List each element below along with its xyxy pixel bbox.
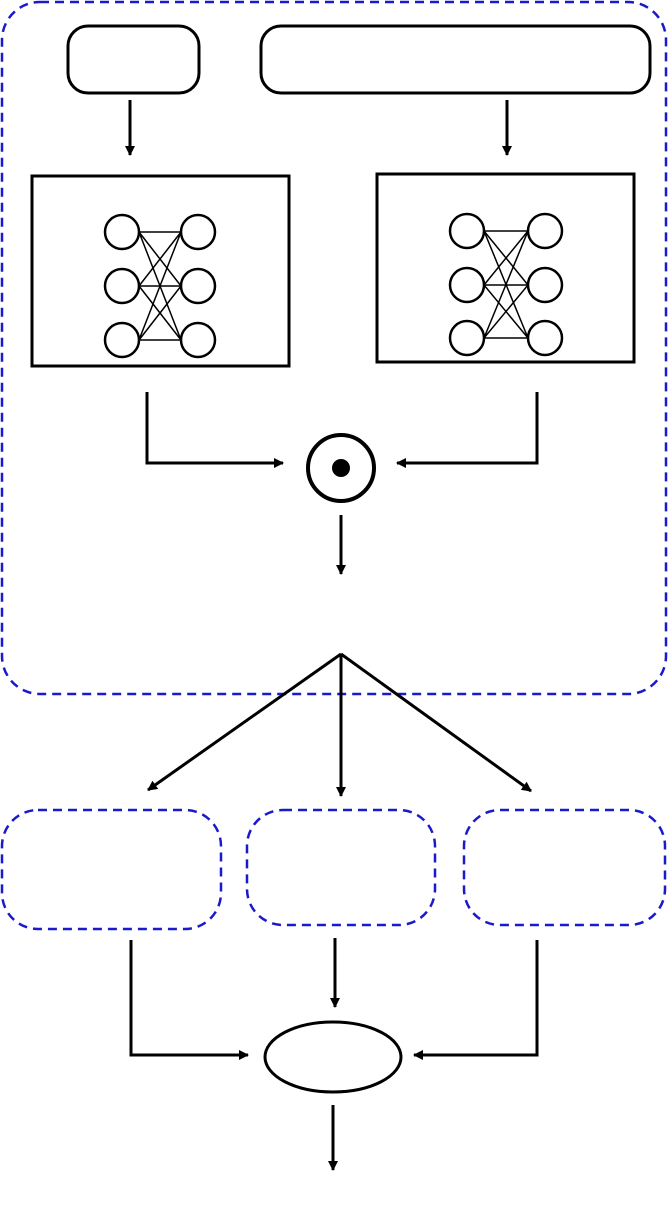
circled-dot-operator-icon bbox=[306, 433, 376, 503]
neural-network-icon bbox=[103, 213, 217, 359]
nn-node bbox=[103, 321, 141, 359]
arrow-split-to-branch-left bbox=[147, 652, 342, 792]
nn-connection bbox=[483, 230, 529, 286]
nn-connection bbox=[138, 231, 182, 287]
arrow-encoder-left-to-fusion bbox=[145, 392, 284, 468]
neural-network-icon bbox=[448, 212, 564, 357]
nn-node bbox=[103, 267, 141, 305]
nn-node bbox=[526, 319, 564, 357]
nn-connection bbox=[483, 230, 529, 339]
arrow-branch-left-to-aggregator bbox=[129, 940, 249, 1060]
arrow-encoder-right-to-fusion bbox=[396, 392, 539, 468]
nn-connection bbox=[483, 284, 529, 339]
input-box-right bbox=[259, 24, 652, 95]
nn-node bbox=[179, 213, 217, 251]
nn-connection bbox=[138, 231, 182, 341]
nn-node bbox=[526, 266, 564, 304]
encoder-box-left bbox=[30, 174, 291, 368]
branch-box-right bbox=[462, 808, 667, 927]
encoder-box-right bbox=[375, 172, 636, 364]
encoder-group-container bbox=[0, 0, 668, 696]
arrow-split-to-branch-right bbox=[340, 652, 532, 793]
nn-node bbox=[448, 212, 486, 250]
nn-node bbox=[103, 213, 141, 251]
aggregator-node bbox=[263, 1020, 403, 1094]
branch-box-left bbox=[0, 808, 223, 931]
nn-node bbox=[526, 212, 564, 250]
nn-node bbox=[448, 319, 486, 357]
nn-node bbox=[179, 267, 217, 305]
nn-connection bbox=[138, 285, 182, 341]
input-box-left bbox=[66, 24, 201, 95]
arrow-branch-right-to-aggregator bbox=[413, 940, 539, 1060]
branch-box-middle bbox=[245, 808, 437, 927]
nn-node bbox=[448, 266, 486, 304]
nn-node bbox=[179, 321, 217, 359]
